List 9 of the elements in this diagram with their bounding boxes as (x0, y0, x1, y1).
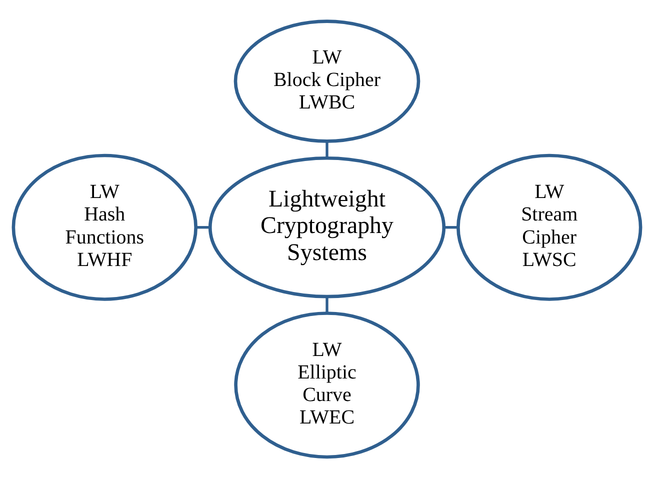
connector (196, 226, 210, 228)
node-ellipse: LW Elliptic Curve LWEC (234, 311, 420, 458)
connector (444, 226, 458, 228)
node-ellipse: LW Stream Cipher LWSC (456, 153, 642, 300)
node-ellipse: Lightweight Cryptography Systems (208, 156, 446, 298)
connector (326, 140, 328, 158)
node-ellipse: LW Block Cipher LWBC (234, 19, 420, 142)
node-ellipse: LW Hash Functions LWHF (12, 153, 198, 300)
connector (326, 296, 328, 313)
